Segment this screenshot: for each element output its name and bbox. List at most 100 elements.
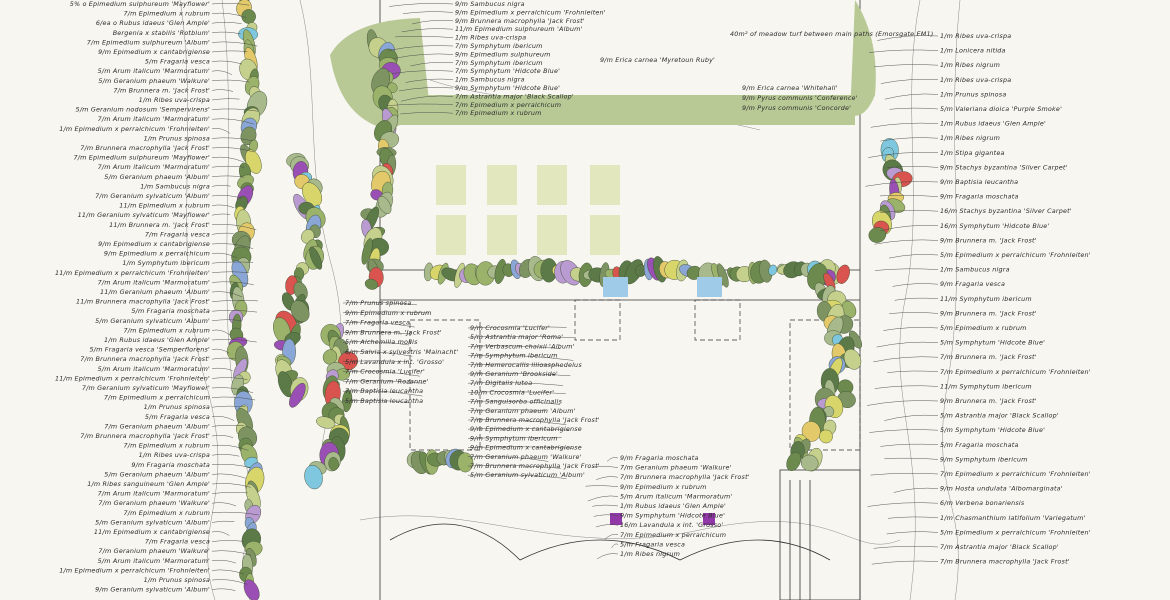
plant-label: 5/m Geranium sylvaticum 'Album' [470, 471, 585, 479]
leader-line [611, 543, 619, 548]
plant-label: 7/m Brunnera macrophylla 'Jack Frost' [80, 144, 210, 152]
leader-line [880, 225, 939, 232]
plant-groups [226, 0, 913, 600]
plant-group [801, 421, 821, 442]
leader-line [211, 165, 245, 168]
leader-line [888, 254, 939, 259]
leader-line [211, 195, 243, 199]
leader-line [593, 514, 619, 517]
leader-line [211, 367, 233, 371]
leader-line [889, 107, 939, 110]
plant-label: 5/m Geranium sylvaticum 'Album' [95, 518, 210, 526]
leader-line [211, 348, 230, 354]
leader-line [886, 531, 939, 535]
plant-label: 9/m Brunnera macrophylla 'Jack Frost' [455, 17, 585, 25]
leader-line [211, 79, 250, 83]
plant-label: 7/m Epimedium x rubrum [124, 326, 211, 334]
plant-label: 16/m Symphytum 'Hidcote Blue' [940, 222, 1049, 230]
leader-line [467, 446, 574, 449]
leader-line [887, 516, 939, 519]
leader-line [211, 3, 250, 6]
plant-label: 7/m Brunnera macrophylla 'Jack Frost' [470, 416, 600, 424]
plant-label: 5/m Lavandula x int. 'Grosso' [345, 358, 444, 366]
leader-line [211, 319, 241, 322]
leader-line [211, 147, 255, 153]
plant-label: 7/m Prunus spinosa [345, 299, 411, 307]
plant-label: 5/m Geranium phaeum 'Album' [104, 173, 210, 181]
plant-group [304, 465, 323, 490]
plant-label: 9/m Erica carnea 'Myretoun Ruby' [600, 56, 715, 64]
plant-group [322, 349, 338, 365]
plant-label: 11/m Epimedium x perralchicum 'Frohnleit… [55, 374, 210, 382]
leader-line [211, 310, 258, 313]
plant-label: 7/m Geranium phaeum 'Album' [104, 422, 210, 430]
plant-label: 7/m Epimedium x rubrum [124, 442, 211, 450]
pool-right [697, 277, 722, 297]
plant-label: 7/m Crocosmia 'Lucifer' [345, 368, 425, 376]
leader-line [211, 60, 243, 65]
plant-label: 7/m Geranium phaeum 'Walkure' [620, 464, 732, 472]
leader-line [467, 326, 567, 329]
plant-label: 9/m Fragaria moschata [131, 461, 210, 469]
leader-line [467, 474, 567, 479]
plant-group [800, 454, 819, 472]
plant-label: 9/m Sambucus nigra [455, 0, 525, 8]
leader-line [211, 588, 236, 591]
plant-label: 7/m Geranium sylvaticum 'Mayflower' [82, 384, 210, 392]
plant-label: 9/m Epimedium x rubrum [620, 483, 707, 491]
plant-group [277, 371, 294, 398]
plant-label: 5/m Valeriana dioica 'Purple Smoke' [940, 105, 1062, 113]
leader-line [211, 454, 240, 457]
plant-label: 9/m Symphytum 'Hidcote Blue' [455, 84, 560, 92]
leader-line [411, 20, 454, 25]
plant-label: 7/m Geranium phaeum 'Walkure' [98, 547, 210, 555]
leader-line [211, 12, 247, 18]
leader-line [342, 302, 417, 306]
leader-line [211, 128, 231, 134]
plant-group [457, 452, 474, 473]
plant-label: 7/m Brunnera m. 'Jack Frost' [113, 86, 210, 94]
plant-label: 1/m Prunus spinosa [144, 403, 210, 411]
plant-label: 9/m Epimedium x cantabrigiense [98, 48, 210, 56]
leader-line [211, 300, 258, 302]
leader-line [211, 22, 242, 24]
plant-label: 7/m Geranium 'Rozanne' [345, 377, 429, 385]
plant-label: 1/m Rubus idaeus 'Glen Ample' [104, 336, 210, 344]
plant-label: 9/m Geranium 'Brookside' [470, 370, 558, 378]
leader-line [467, 465, 561, 469]
plant-group [768, 264, 778, 276]
plant-group [819, 429, 833, 444]
leader-line [211, 357, 235, 360]
plant-label: 7/m Epimedium sulphureum 'Mayflower' [74, 154, 211, 162]
plant-label: 7/m Digitalis lutea [470, 379, 532, 387]
leader-line [211, 50, 248, 53]
plant-label: 7/m Symphytum ibericum [455, 42, 543, 50]
plant-label: 11/m Epimedium x cantabrigiense [94, 528, 210, 536]
leader-line [874, 268, 939, 271]
leader-line [879, 195, 939, 197]
leader-line [211, 520, 235, 523]
plant-label: 6/m Verbena bonariensis [940, 499, 1025, 507]
plant-label: 11/m Epimedium sulphureum 'Album' [455, 25, 583, 33]
leader-line [211, 511, 259, 516]
plant-label: 9/m Geranium sylvaticum 'Album' [95, 586, 210, 594]
leader-line [467, 456, 549, 462]
plant-label: 1/m Lonicera nitida [940, 47, 1006, 55]
plant-label: 6/m Salvia x sylvestris 'Mainacht' [345, 348, 458, 356]
plant-label: 11/m Brunnera macrophylla 'Jack Frost' [76, 298, 210, 306]
leader-line [342, 370, 420, 377]
plant-label: 1/m Ribes sanguineum 'Glen Ample' [87, 480, 210, 488]
plant-label: 9/m Fragaria vesca [940, 280, 1005, 288]
leader-line [342, 400, 411, 403]
plant-label: 1/m Sambucus nigra [455, 76, 525, 84]
leader-line [874, 385, 939, 389]
leader-line [893, 487, 939, 493]
plant-label: 1/m Prunus spinosa [144, 134, 210, 142]
plant-label: 7/m Brunnera macrophylla 'Jack Frost' [470, 462, 600, 470]
plant-label: 5/m Arum italicum 'Marmoratum' [620, 492, 732, 500]
leader-line [467, 391, 566, 394]
leader-line [211, 444, 249, 451]
plant-label: 1/m Epimedium x perralchicum 'Frohnleite… [59, 566, 210, 574]
plant-label: 10/m Crocosmia 'Lucifer' [470, 388, 554, 396]
leader-line [211, 204, 235, 208]
